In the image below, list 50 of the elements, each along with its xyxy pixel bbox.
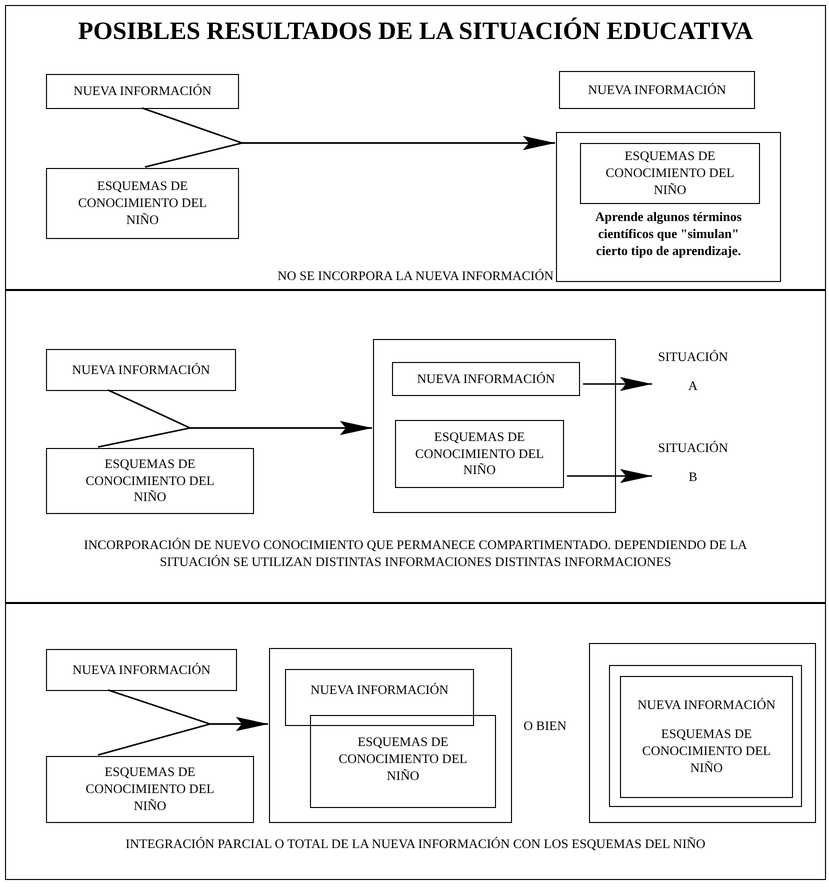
arrow: [98, 717, 268, 756]
diagram-title: POSIBLES RESULTADOS DE LA SITUACIÓN EDUCATIVA: [77, 18, 754, 46]
concept-box: [373, 339, 616, 513]
box-label: ESQUEMAS DE CONOCIMIENTO DEL NIÑO: [84, 764, 216, 815]
situation-label: B: [688, 469, 698, 486]
arrow: [567, 469, 652, 483]
concept-box: [589, 643, 816, 823]
arrow: [144, 136, 555, 168]
concept-box: [46, 74, 239, 109]
box-label: NUEVA INFORMACIÓN: [73, 83, 212, 100]
concept-box: [310, 715, 496, 808]
box-label: NUEVA INFORMACIÓN: [637, 697, 776, 714]
concept-box: [395, 420, 564, 488]
box-label: ESQUEMAS DE CONOCIMIENTO DEL NIÑO: [77, 178, 208, 229]
box-label: ESQUEMAS DE CONOCIMIENTO DEL NIÑO: [338, 734, 468, 785]
concept-box: [269, 648, 512, 823]
box-label: ESQUEMAS DE CONOCIMIENTO DEL NIÑO: [641, 726, 772, 777]
situation-label: SITUACIÓN: [658, 440, 728, 457]
section-caption: INCORPORACIÓN DE NUEVO CONOCIMIENTO QUE PERMANECE COMPARTIMENTADO. DEPENDIENDO DE LA SITUACIÓN SE UTILIZAN DISTINTAS INFORMACIONES DISTINTAS INFORMACIONES: [82, 537, 748, 571]
box-label: ESQUEMAS DE CONOCIMIENTO DEL NIÑO: [604, 148, 736, 199]
section-caption: INTEGRACIÓN PARCIAL O TOTAL DE LA NUEVA INFORMACIÓN CON LOS ESQUEMAS DEL NIÑO: [126, 836, 706, 853]
box-label: ESQUEMAS DE CONOCIMIENTO DEL NIÑO: [414, 428, 545, 480]
section-panel: [5, 290, 826, 603]
arrow: [583, 377, 652, 391]
concept-box: [46, 649, 237, 691]
section-panel: [5, 603, 826, 880]
box-label: NUEVA INFORMACIÓN: [310, 682, 449, 699]
section-caption: NO SE INCORPORA LA NUEVA INFORMACIÓN: [277, 268, 554, 285]
box-label: ESQUEMAS DE CONOCIMIENTO DEL NIÑO: [84, 456, 216, 506]
concept-box: [609, 665, 802, 807]
connector-text: O BIEN: [522, 718, 568, 735]
concept-box: [556, 132, 781, 282]
box-label: NUEVA INFORMACIÓN: [72, 662, 211, 678]
box-label: NUEVA INFORMACIÓN: [588, 82, 726, 98]
box-label: NUEVA INFORMACIÓN: [72, 362, 210, 378]
situation-label: SITUACIÓN: [658, 349, 728, 366]
concept-box: [46, 168, 239, 239]
concept-box: [285, 669, 474, 726]
concept-box: [620, 676, 793, 798]
concept-box: [46, 756, 254, 823]
description-text: Aprende algunos términos científicos que "simulan" cierto tipo de aprendizaje.: [594, 209, 743, 260]
concept-box: [559, 71, 755, 109]
concept-box: [580, 143, 760, 204]
arrow: [98, 421, 372, 448]
concept-box: [46, 349, 236, 391]
box-label: NUEVA INFORMACIÓN: [416, 370, 556, 388]
concept-box: [46, 448, 254, 514]
section-panel: [5, 5, 826, 290]
concept-box: [392, 362, 580, 396]
situation-label: A: [688, 378, 698, 395]
